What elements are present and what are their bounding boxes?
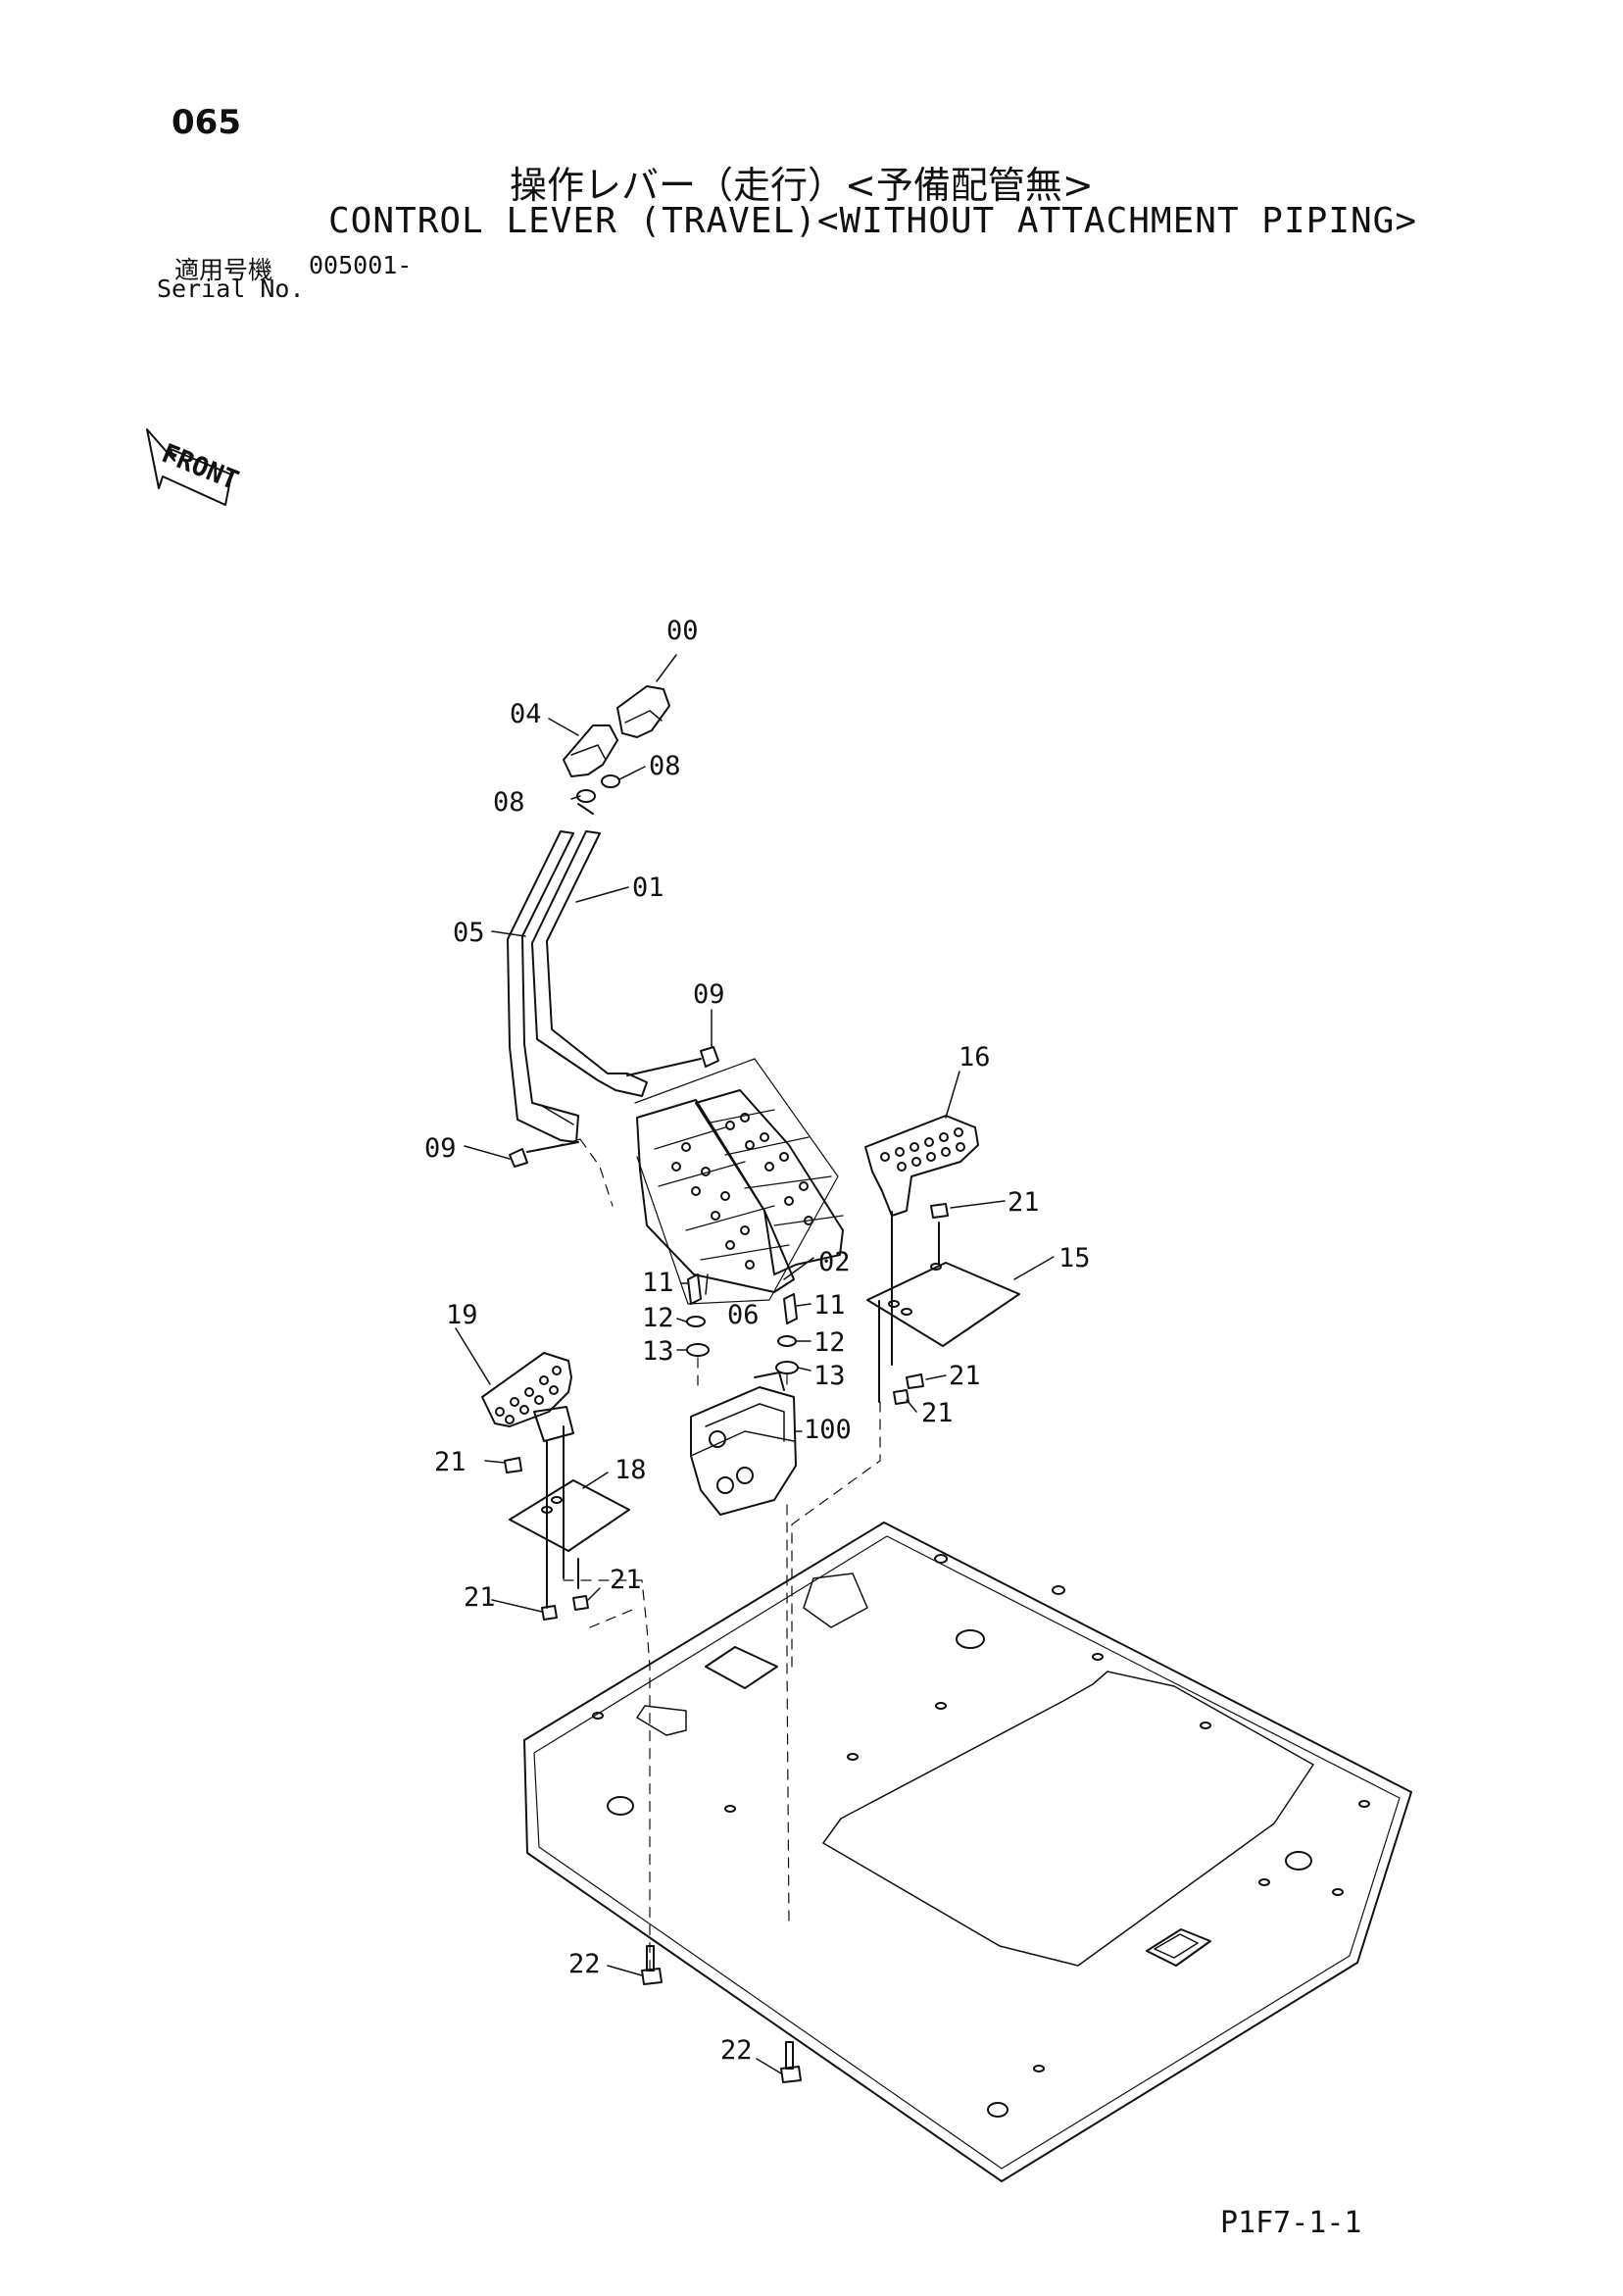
callout-21-left-upper: 21 [434, 1447, 467, 1477]
callout-02: 02 [818, 1247, 851, 1277]
page-title-japanese: 操作レバー（走行）<予備配管無> [510, 164, 1094, 207]
bolt-21-18 [504, 1457, 589, 1621]
callout-21-right-a: 21 [949, 1361, 981, 1391]
callout-21-right-b: 21 [921, 1398, 954, 1428]
bolt-22-right [780, 2041, 802, 2083]
pedal-19 [481, 1352, 574, 1442]
lever-grip-04 [563, 724, 618, 777]
page-code: P1F7-1-1 [1220, 2206, 1362, 2240]
bracket-15 [866, 1211, 1020, 1403]
callout-11-left: 11 [642, 1268, 674, 1298]
callout-09-upper: 09 [693, 979, 725, 1010]
bolt-09-lower [509, 1141, 579, 1168]
callout-18: 18 [615, 1455, 647, 1485]
callout-22-right: 22 [720, 2035, 753, 2066]
callout-12-left: 12 [642, 1303, 674, 1333]
callout-05: 05 [453, 918, 485, 948]
callout-16: 16 [959, 1042, 991, 1073]
page-title-english: CONTROL LEVER (TRAVEL)<WITHOUT ATTACHMEN… [328, 201, 1418, 241]
travel-lever-left [507, 830, 579, 1143]
serial-number-value: 005001- [309, 251, 413, 279]
callout-08-right: 08 [649, 751, 681, 781]
callout-15: 15 [1058, 1243, 1091, 1273]
nut-08 [576, 774, 620, 815]
callout-21-upper-right: 21 [1008, 1187, 1040, 1218]
callout-06: 06 [727, 1300, 760, 1330]
callout-19: 19 [446, 1300, 478, 1330]
callout-13-right: 13 [813, 1361, 846, 1391]
bracket-18 [509, 1425, 630, 1609]
callout-01: 01 [632, 873, 664, 903]
callout-21-left-mid: 21 [610, 1565, 642, 1595]
callout-09-lower: 09 [424, 1133, 457, 1164]
lever-grip-00 [616, 685, 670, 738]
callout-100: 100 [804, 1415, 852, 1445]
floor-plate [523, 1522, 1412, 2182]
front-arrow-icon: FRONT [146, 428, 243, 506]
pedal-16 [864, 1115, 979, 1217]
travel-pedals [634, 1058, 844, 1305]
pilot-valve-100 [690, 1372, 797, 1516]
callout-04: 04 [510, 699, 542, 729]
page-number: 065 [172, 103, 241, 142]
callout-11-right: 11 [813, 1290, 846, 1321]
bolt-09-upper [626, 1046, 719, 1076]
callout-21-left-lower: 21 [464, 1582, 496, 1613]
bolt-22-left [641, 1945, 663, 1985]
travel-lever-right [531, 830, 648, 1097]
callout-12-right: 12 [813, 1327, 846, 1358]
front-arrow-label: FRONT [158, 438, 243, 496]
callout-leader-lines [455, 654, 1055, 2074]
serial-label-english: Serial No. [157, 275, 305, 303]
callout-08-left: 08 [493, 787, 525, 818]
bolts-11-12-13 [686, 1273, 799, 1374]
assembly-guide-lines [553, 1138, 881, 1972]
callout-00: 00 [666, 616, 699, 646]
callout-22-left: 22 [568, 1949, 601, 1979]
callout-13-left: 13 [642, 1336, 674, 1367]
serial-label-japanese: 適用号機 [174, 256, 273, 284]
